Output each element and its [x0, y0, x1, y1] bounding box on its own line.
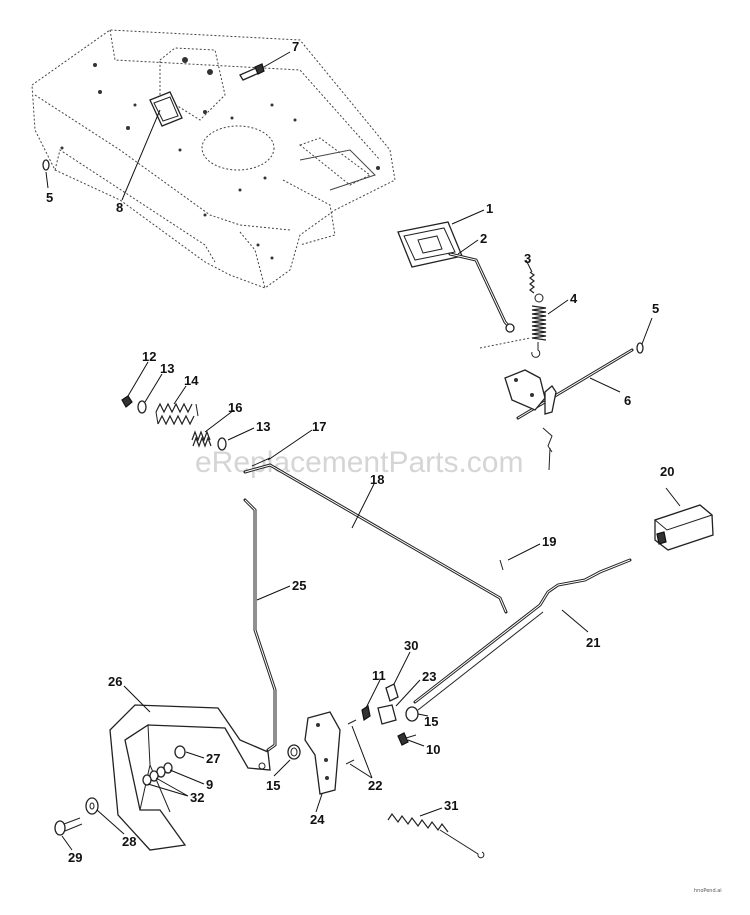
part-15-bushing-right — [405, 706, 419, 722]
callout-13b: 13 — [256, 419, 270, 434]
part-22-pin-a — [347, 719, 357, 725]
part-14-spring — [155, 402, 199, 426]
part-31-spring — [387, 812, 485, 859]
part-19-pin — [499, 559, 504, 571]
part-30-key — [385, 683, 399, 702]
part-13-washer-a — [137, 400, 147, 414]
callout-1: 1 — [486, 201, 493, 216]
callout-15-left: 15 — [266, 778, 280, 793]
callout-14: 14 — [184, 373, 199, 388]
callout-27: 27 — [206, 751, 220, 766]
part-6-cross-shaft — [504, 348, 634, 471]
callout-15-right: 15 — [424, 714, 438, 729]
part-4-extension-spring — [531, 293, 547, 358]
corner-code: hnoPend.ai — [694, 888, 722, 894]
part-23-bushing — [377, 704, 397, 725]
part-12-nut — [121, 395, 133, 408]
callout-31: 31 — [444, 798, 458, 813]
part-28-washer — [85, 797, 99, 815]
part-3-spring-pin — [529, 271, 535, 294]
callout-4: 4 — [570, 291, 578, 306]
callout-3: 3 — [524, 251, 531, 266]
callout-28: 28 — [122, 834, 136, 849]
callout-12: 12 — [142, 349, 156, 364]
callout-13a: 13 — [160, 361, 174, 376]
callout-18: 18 — [370, 472, 384, 487]
part-13-washer-b — [217, 437, 227, 451]
part-29-bolt — [54, 817, 83, 836]
callout-23: 23 — [422, 669, 436, 684]
callout-29: 29 — [68, 850, 82, 865]
part-20-pedal-pad — [653, 504, 714, 551]
part-27-nut — [174, 745, 186, 759]
part-32-washers — [142, 770, 159, 786]
part-21-pedal-arm — [413, 558, 632, 711]
callout-11: 11 — [372, 668, 386, 683]
part-26-housing — [109, 704, 271, 851]
callout-2: 2 — [480, 231, 487, 246]
callout-30: 30 — [404, 638, 418, 653]
callout-21: 21 — [586, 635, 600, 650]
part-18-brake-rod — [243, 463, 508, 614]
callout-32: 32 — [190, 790, 204, 805]
watermark: eReplacementParts.com — [195, 446, 523, 479]
callout-22: 22 — [368, 778, 382, 793]
callout-16: 16 — [228, 400, 242, 415]
callout-7: 7 — [292, 39, 299, 54]
part-7-bolt — [239, 63, 265, 81]
callout-20: 20 — [660, 464, 674, 479]
part-22-pin-b — [345, 759, 355, 765]
part-24-bracket — [304, 711, 341, 795]
callout-9: 9 — [206, 777, 213, 792]
leader-lines — [45, 51, 681, 851]
part-1-pedal-pad — [397, 221, 463, 268]
callout-10: 10 — [426, 742, 440, 757]
part-8-pedal-pad-frame — [149, 91, 183, 127]
callout-26: 26 — [108, 674, 122, 689]
callout-5-right: 5 — [652, 301, 659, 316]
callout-25: 25 — [292, 578, 306, 593]
callout-17: 17 — [312, 419, 326, 434]
part-10-bolt — [397, 732, 417, 746]
part-5-clip-left — [42, 159, 50, 171]
part-15-bushing-left — [287, 744, 301, 760]
callout-19: 19 — [542, 534, 556, 549]
tractor-frame — [31, 29, 396, 289]
part-16-spring — [191, 430, 212, 448]
part-25-rod — [243, 498, 277, 752]
callout-8: 8 — [116, 200, 123, 215]
callout-5-left: 5 — [46, 190, 53, 205]
callout-24: 24 — [310, 812, 325, 827]
part-17-pin — [251, 457, 271, 467]
part-2-pedal-arm — [448, 252, 515, 333]
part-9-washers — [156, 762, 173, 778]
part-11-pin — [361, 705, 371, 721]
callout-labels: 1 2 3 4 5 6 7 8 5 12 13 14 16 13 17 18 1… — [46, 39, 674, 865]
callout-6: 6 — [624, 393, 631, 408]
part-5-clip-right — [636, 342, 644, 354]
